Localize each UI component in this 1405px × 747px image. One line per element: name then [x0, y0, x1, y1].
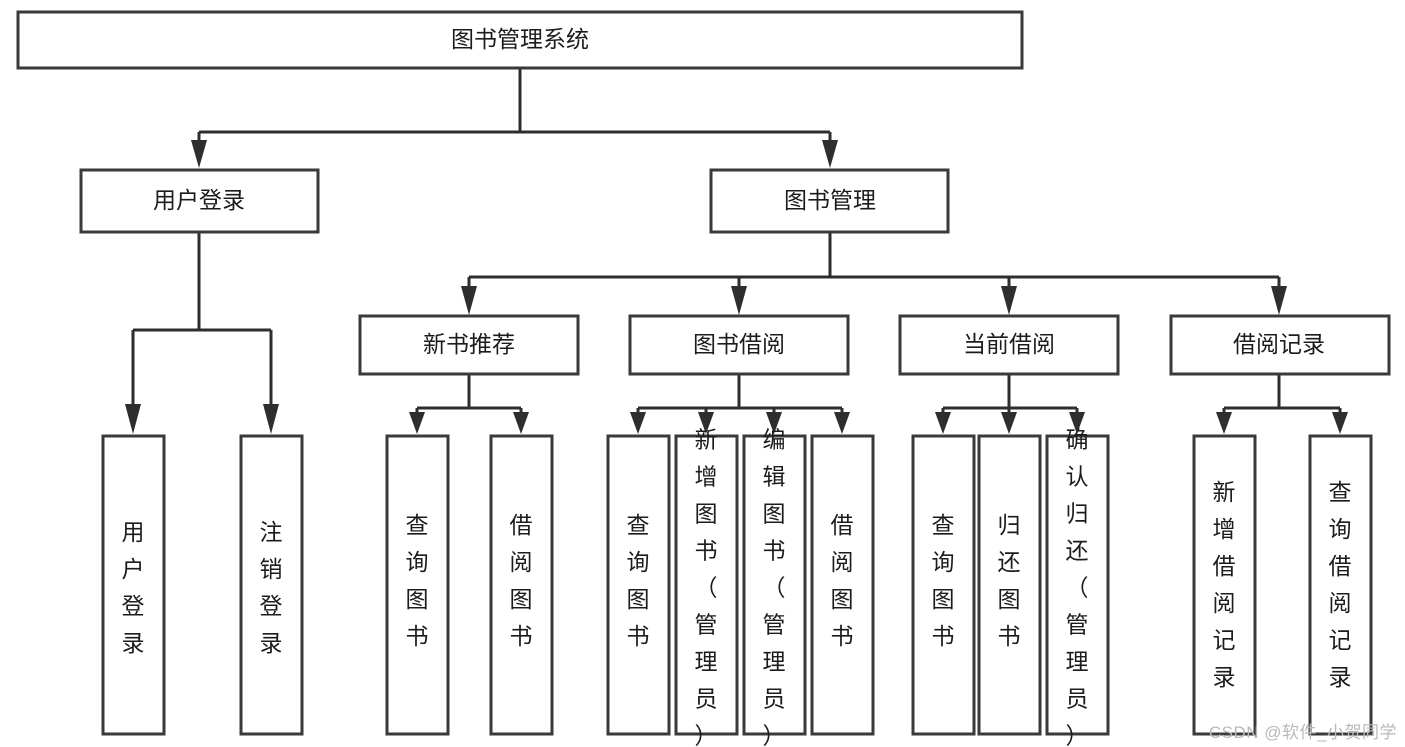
arrow-bb-leaf-4 — [834, 412, 850, 434]
node-leaf-user-login-box[interactable] — [101, 434, 166, 736]
node-leaf-edit-book-label: 编辑图书（管理员） — [763, 426, 786, 747]
arrow-userlogin-leaf-1 — [125, 404, 141, 434]
node-leaf-borrow-book-1-box[interactable] — [489, 434, 554, 736]
arrow-bb-leaf-1 — [630, 412, 646, 434]
node-leaf-query-book-1-box[interactable] — [385, 434, 450, 736]
node-new-book-rec-label: 新书推荐 — [423, 331, 515, 357]
node-leaf-query-book-1[interactable]: 查询图书 — [385, 434, 450, 736]
node-leaf-add-record-label: 新增借阅记录 — [1213, 479, 1236, 690]
node-book-borrow-label: 图书借阅 — [693, 331, 785, 357]
node-user-login-box[interactable] — [79, 168, 320, 234]
arrow-bm-to-book-borrow — [731, 286, 747, 315]
node-leaf-query-book-3-box[interactable] — [911, 434, 976, 736]
arrow-bm-to-new-book-rec — [461, 286, 477, 315]
node-leaf-borrow-book-1[interactable]: 借阅图书 — [489, 434, 554, 736]
node-leaf-edit-book-box[interactable] — [742, 434, 807, 736]
node-leaf-add-book-label: 新增图书（管理员） — [695, 426, 718, 747]
node-leaf-query-record-label: 查询借阅记录 — [1329, 479, 1352, 690]
node-book-manage-label: 图书管理 — [784, 187, 876, 213]
node-root-box[interactable] — [16, 10, 1024, 70]
node-leaf-query-book-2-label: 查询图书 — [627, 512, 650, 649]
node-leaf-user-login[interactable]: 用户登录 — [101, 434, 166, 736]
node-leaf-add-book-box[interactable] — [674, 434, 739, 736]
arrow-nb-leaf-2 — [513, 412, 529, 434]
node-leaf-confirm-return[interactable]: 确认归还（管理员） — [1045, 426, 1110, 747]
arrow-root-to-user-login — [191, 140, 207, 168]
node-root-label: 图书管理系统 — [451, 26, 589, 52]
node-book-manage[interactable]: 图书管理 — [709, 168, 950, 234]
node-leaf-query-record[interactable]: 查询借阅记录 — [1308, 434, 1373, 736]
node-borrow-record-label: 借阅记录 — [1233, 331, 1325, 357]
node-leaf-logout-box[interactable] — [239, 434, 304, 736]
node-leaf-query-book-3[interactable]: 查询图书 — [911, 434, 976, 736]
node-leaf-add-book[interactable]: 新增图书（管理员） — [674, 426, 739, 747]
node-current-borrow[interactable]: 当前借阅 — [898, 314, 1120, 376]
node-leaf-borrow-book-2-box[interactable] — [810, 434, 875, 736]
arrow-bb-leaf-3 — [766, 412, 782, 434]
node-book-borrow[interactable]: 图书借阅 — [628, 314, 850, 376]
arrow-bm-to-borrow-record — [1271, 286, 1287, 315]
node-leaf-query-book-2[interactable]: 查询图书 — [606, 434, 671, 736]
node-leaf-return-book-box[interactable] — [977, 434, 1042, 736]
node-book-manage-box[interactable] — [709, 168, 950, 234]
node-current-borrow-box[interactable] — [898, 314, 1120, 376]
node-leaf-return-book[interactable]: 归还图书 — [977, 434, 1042, 736]
arrow-userlogin-leaf-2 — [263, 404, 279, 434]
node-current-borrow-label: 当前借阅 — [963, 331, 1055, 357]
arrow-root-to-book-manage — [822, 140, 838, 168]
node-user-login-label: 用户登录 — [153, 187, 245, 213]
node-user-login[interactable]: 用户登录 — [79, 168, 320, 234]
node-borrow-record[interactable]: 借阅记录 — [1169, 314, 1391, 376]
node-leaf-query-book-3-label: 查询图书 — [932, 512, 955, 649]
node-leaf-logout-label: 注销登录 — [260, 519, 283, 656]
node-leaf-add-record-box[interactable] — [1192, 434, 1257, 736]
node-leaf-confirm-return-label: 确认归还（管理员） — [1066, 426, 1089, 747]
node-leaf-borrow-book-2-label: 借阅图书 — [831, 512, 854, 649]
node-leaf-query-record-box[interactable] — [1308, 434, 1373, 736]
node-leaf-confirm-return-box[interactable] — [1045, 434, 1110, 736]
arrow-cb-leaf-2 — [1001, 412, 1017, 434]
arrow-cb-leaf-1 — [935, 412, 951, 434]
arrow-bb-leaf-2 — [698, 412, 714, 434]
arrow-br-leaf-2 — [1332, 412, 1348, 434]
node-new-book-rec[interactable]: 新书推荐 — [358, 314, 580, 376]
node-leaf-return-book-label: 归还图书 — [998, 512, 1021, 649]
node-leaf-logout[interactable]: 注销登录 — [239, 434, 304, 736]
arrow-br-leaf-1 — [1216, 412, 1232, 434]
arrow-cb-leaf-3 — [1069, 412, 1085, 434]
node-leaf-borrow-book-1-label: 借阅图书 — [510, 512, 533, 649]
node-borrow-record-box[interactable] — [1169, 314, 1391, 376]
node-leaf-user-login-label: 用户登录 — [122, 519, 145, 656]
node-leaf-edit-book[interactable]: 编辑图书（管理员） — [742, 426, 807, 747]
arrow-bm-to-current-borrow — [1001, 286, 1017, 315]
node-book-borrow-box[interactable] — [628, 314, 850, 376]
node-leaf-add-record[interactable]: 新增借阅记录 — [1192, 434, 1257, 736]
node-new-book-rec-box[interactable] — [358, 314, 580, 376]
node-leaf-query-book-2-box[interactable] — [606, 434, 671, 736]
arrow-nb-leaf-1 — [409, 412, 425, 434]
connector-layer — [125, 69, 1348, 434]
node-leaf-borrow-book-2[interactable]: 借阅图书 — [810, 434, 875, 736]
node-leaf-query-book-1-label: 查询图书 — [406, 512, 429, 649]
node-root[interactable]: 图书管理系统 — [16, 10, 1024, 70]
